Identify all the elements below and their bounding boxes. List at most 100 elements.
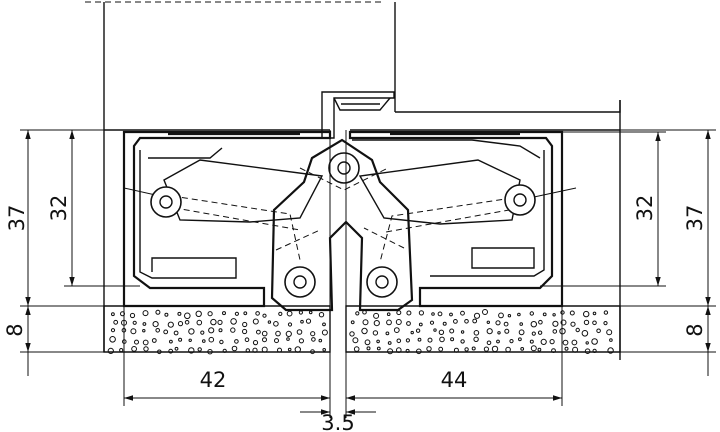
stipple-dot (130, 328, 137, 335)
stipple-dot (482, 309, 488, 315)
stipple-dot (437, 311, 443, 317)
stipple-dot (395, 319, 402, 325)
stipple-dot (473, 330, 480, 336)
stipple-dot (142, 310, 149, 317)
stipple-dot (449, 312, 453, 317)
dim-right-outer-height: 37 (683, 205, 707, 232)
stipple-dot (184, 312, 191, 320)
stipple-dot (207, 311, 213, 317)
stipple-dot (386, 312, 391, 317)
stipple-dot (503, 321, 509, 327)
stipple-dot (296, 329, 303, 335)
stipple-dot (210, 318, 217, 326)
stipple-dot (219, 339, 224, 345)
stipple-dot (569, 310, 575, 316)
stipple-dot (196, 319, 203, 326)
dim-right-inner-height: 32 (633, 195, 657, 222)
stipple-dot (531, 331, 536, 336)
stipple-dot (169, 339, 173, 344)
stipple-dot (287, 322, 293, 327)
stipple-dot (449, 328, 455, 334)
stipple-dot (453, 319, 458, 324)
stipple-dot (453, 347, 459, 353)
stipple-dot (274, 338, 279, 344)
stipple-dot (262, 337, 267, 343)
stipple-dot (349, 331, 355, 337)
stipple-dot (111, 312, 115, 317)
stipple-dot (168, 348, 174, 354)
dim-gap: 3.5 (321, 411, 354, 432)
stipple-dot (583, 310, 590, 318)
stipple-dot (584, 348, 591, 355)
stipple-dot (155, 309, 161, 315)
stipple-dot (581, 330, 589, 337)
stipple-dot (350, 320, 355, 325)
stipple-dot (318, 312, 325, 318)
stipple-dot (518, 329, 525, 336)
stipple-dot (322, 322, 326, 327)
stipple-dot (405, 338, 410, 343)
dim-left-inner-height: 32 (47, 195, 71, 222)
stipple-dot (592, 311, 597, 316)
dimension-lines (20, 129, 716, 415)
stipple-dot (564, 346, 569, 351)
stipple-dot (372, 330, 379, 336)
stipple-dot (431, 312, 435, 316)
stipple-dot (505, 346, 511, 353)
stipple-dot (497, 331, 501, 335)
stipple-dot (529, 311, 534, 316)
dim-right-bottom: 8 (683, 323, 707, 336)
stipple-dot (134, 339, 139, 345)
stipple-dot (177, 321, 184, 327)
stipple-dot (591, 338, 598, 345)
stipple-dot (507, 314, 512, 318)
dim-left-bottom: 8 (3, 323, 27, 336)
stipple-dot (460, 310, 465, 316)
stipple-dot (464, 347, 469, 352)
stipple-dot (261, 346, 268, 353)
stipple-dot (387, 341, 392, 345)
stipple-dot (142, 339, 149, 346)
stipple-dot (142, 322, 147, 326)
stipple-dot (551, 348, 556, 354)
stipple-dot (362, 319, 369, 326)
stipple-dot (310, 349, 315, 355)
stipple-dot (310, 331, 316, 337)
stipple-dot (603, 321, 608, 326)
stipple-dot (415, 328, 421, 333)
stipple-dot (396, 338, 402, 344)
stipple-dot (498, 312, 504, 319)
stipple-dot (308, 310, 313, 315)
stipple-dot (376, 346, 381, 351)
stipple-dot (542, 312, 547, 317)
stipple-dot (321, 329, 328, 336)
stipple-dot (262, 313, 267, 318)
stipple-dot (218, 328, 223, 333)
stipple-dot (537, 330, 543, 335)
stipple-dot (427, 337, 433, 343)
stipple-dot (298, 338, 304, 344)
stipple-dot (119, 348, 124, 353)
stipple-dot (416, 348, 422, 355)
stipple-dot (486, 320, 490, 324)
stipple-dot (178, 337, 183, 342)
stipple-dot (286, 337, 290, 341)
stipple-dot (286, 310, 293, 317)
stipple-dot (529, 339, 534, 344)
stipple-dot (405, 348, 410, 353)
stipple-dot (385, 331, 390, 336)
stipple-dot (570, 321, 576, 327)
stipple-dot (222, 348, 227, 353)
stipple-dot (142, 329, 146, 333)
stipple-dot (173, 330, 179, 336)
stipple-dot (396, 310, 402, 316)
stipple-dot (486, 328, 493, 335)
stipple-dot (549, 339, 555, 345)
stipple-dot (167, 321, 174, 328)
stipple-dot (242, 328, 248, 335)
stipple-dot (252, 347, 258, 353)
stipple-dot (592, 348, 597, 353)
stipple-dot (373, 320, 380, 327)
stipple-dot (396, 347, 402, 353)
stipple-dot (442, 321, 447, 326)
